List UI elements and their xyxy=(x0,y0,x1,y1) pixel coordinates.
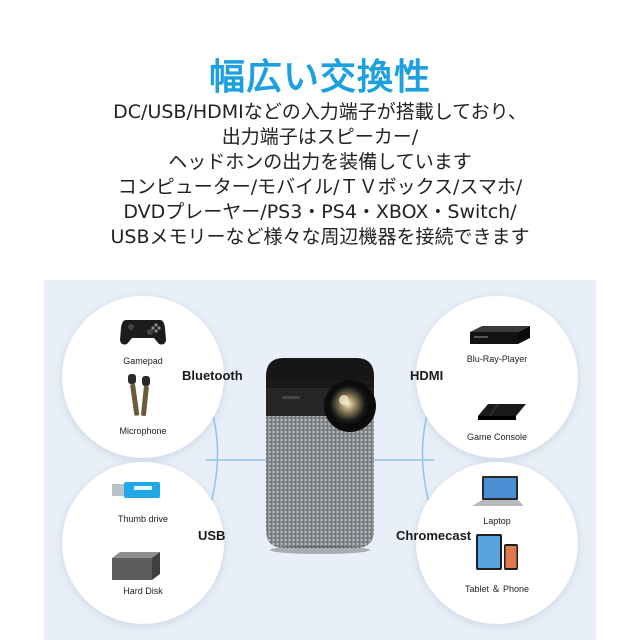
connection-label-usb: USB xyxy=(198,528,226,543)
thumb-drive-icon xyxy=(112,482,160,498)
description-line: 出力端子はスピーカー/ xyxy=(221,126,419,148)
description-line: DVDプレーヤー/PS3・PS4・XBOX・Switch/ xyxy=(123,201,517,223)
description-line: USBメモリーなど様々な周辺機器を接続できます xyxy=(110,226,530,248)
tablet-phone-icon xyxy=(476,534,518,570)
connection-label-hdmi: HDMI xyxy=(410,368,444,383)
connectivity-panel: Gamepad Microphone Thumb drive xyxy=(44,280,596,640)
chromecast-devices-circle: Laptop Tablet ＆ Phone xyxy=(416,462,578,624)
usb-devices-circle: Thumb drive Hard Disk xyxy=(62,462,224,624)
description-line: コンピューター/モバイル/ＴＶボックス/スマホ/ xyxy=(117,176,523,198)
description-line: DC/USB/HDMIなどの入力端子が搭載しており、 xyxy=(113,101,527,123)
device-label-laptop: Laptop xyxy=(483,516,511,526)
hdmi-devices-circle: Blu-Ray-Player Game Console xyxy=(416,296,578,458)
device-label-gamepad: Gamepad xyxy=(123,356,163,366)
page-title: 幅広い交換性 xyxy=(208,57,431,98)
bluray-player-icon xyxy=(470,326,530,344)
connection-label-bluetooth: Bluetooth xyxy=(182,368,243,383)
device-label-thumb-drive: Thumb drive xyxy=(117,514,169,524)
connection-label-chromecast: Chromecast xyxy=(396,528,472,543)
projector-image xyxy=(266,358,376,554)
microphone-icon xyxy=(128,374,150,417)
laptop-icon xyxy=(472,476,524,506)
device-label-bluray: Blu-Ray-Player xyxy=(466,354,528,364)
device-label-microphone: Microphone xyxy=(119,426,167,436)
device-label-game-console: Game Console xyxy=(466,432,528,442)
description-line: ヘッドホンの出力を装備しています xyxy=(168,151,472,173)
bluetooth-devices-circle: Gamepad Microphone xyxy=(62,296,224,458)
gamepad-icon xyxy=(120,320,166,345)
description: DC/USB/HDMIなどの入力端子が搭載しており、 出力端子はスピーカー/ ヘ… xyxy=(0,100,640,250)
game-console-icon xyxy=(478,403,526,420)
hard-disk-icon xyxy=(112,552,160,580)
device-label-hard-disk: Hard Disk xyxy=(123,586,163,596)
device-label-tablet-phone: Tablet ＆ Phone xyxy=(464,584,530,594)
